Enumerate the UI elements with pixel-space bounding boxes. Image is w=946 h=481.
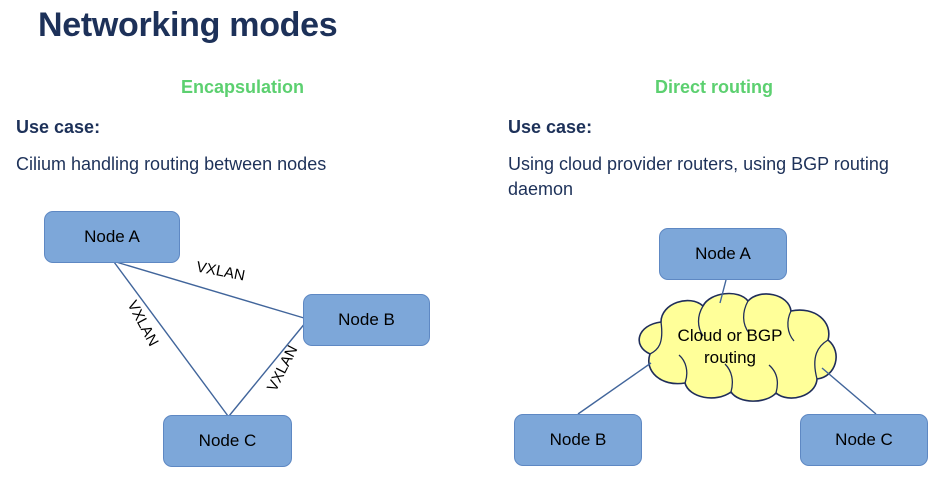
node-box-left-c[interactable]: Node C	[163, 415, 292, 467]
node-label: Node C	[198, 431, 257, 450]
page-title: Networking modes	[38, 6, 338, 44]
node-box-right-c[interactable]: Node C	[800, 414, 928, 466]
edge-line-right-cloud-to-b	[577, 362, 652, 415]
edge-line-left-b-to-c	[228, 321, 307, 417]
usecase-label-right: Use case:	[508, 117, 593, 137]
node-label: Node B	[549, 430, 607, 449]
node-label: Node C	[835, 430, 893, 449]
node-label: Node A	[695, 244, 751, 263]
node-label: Node A	[84, 227, 140, 246]
node-label: Node B	[338, 310, 395, 329]
edge-line-left-a-to-b	[115, 261, 305, 319]
cloud-shape	[638, 292, 837, 402]
usecase-text-right: Using cloud provider routers, using BGP …	[508, 154, 889, 199]
node-box-right-b[interactable]: Node B	[514, 414, 642, 466]
edge-line-right-a-to-cloud	[719, 279, 727, 304]
usecase-label-left: Use case:	[16, 117, 101, 137]
column-heading-encapsulation: Encapsulation	[181, 77, 305, 97]
node-box-right-a[interactable]: Node A	[659, 228, 787, 280]
column-heading-direct-routing: Direct routing	[655, 77, 774, 97]
usecase-text-left: Cilium handling routing between nodes	[16, 154, 327, 174]
edge-line-left-a-to-c	[113, 261, 229, 417]
cloud-label: Cloud or BGP routing	[677, 326, 783, 367]
node-box-left-b[interactable]: Node B	[303, 294, 430, 346]
edge-line-right-cloud-to-c	[821, 367, 877, 415]
node-box-left-a[interactable]: Node A	[44, 211, 180, 263]
